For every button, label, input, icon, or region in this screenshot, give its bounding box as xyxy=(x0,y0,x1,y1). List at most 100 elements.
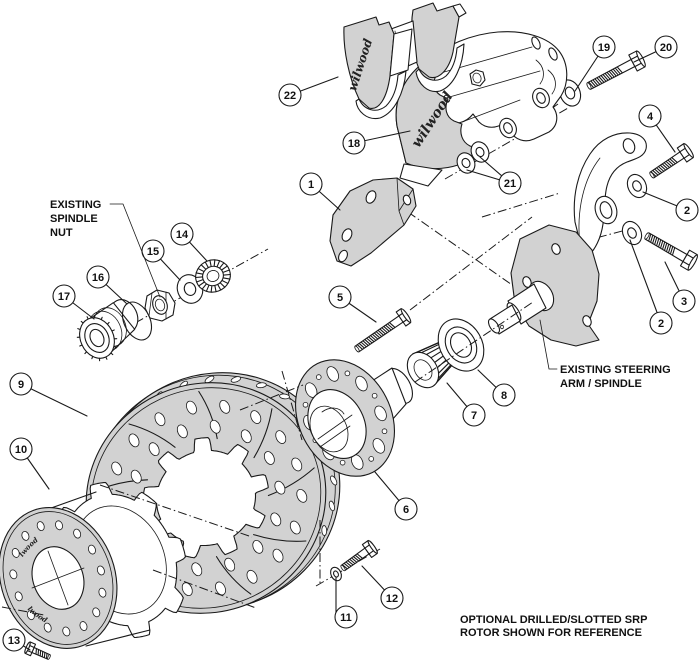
nut-threads xyxy=(154,298,166,312)
rib-line xyxy=(210,285,213,293)
hat-hole xyxy=(79,621,88,631)
annotations: EXISTING SPINDLE NUT EXISTING STEERING A… xyxy=(50,199,671,639)
seal-mid-ring xyxy=(444,326,478,364)
dust-cap xyxy=(76,299,139,362)
callout-10: 10 xyxy=(9,437,50,490)
spindle-nut-leader xyxy=(109,203,161,298)
caliper-bolt-thread xyxy=(594,78,601,85)
hat-hole xyxy=(98,587,107,598)
rib-line xyxy=(221,265,228,271)
callout-number: 10 xyxy=(15,444,27,456)
callout-number: 4 xyxy=(647,111,654,123)
hat-bolt-thread xyxy=(349,558,356,564)
bracket-bolt-upper-thread xyxy=(663,162,670,168)
rotor-hole xyxy=(154,412,166,427)
bracket-bolt-lower-thread xyxy=(664,242,668,251)
hat-hole xyxy=(36,521,45,531)
bracket-bolt-upper-thread xyxy=(650,171,657,177)
callout-number: 5 xyxy=(337,292,343,304)
callout-circle xyxy=(328,285,352,309)
rotor-hole xyxy=(240,429,252,444)
bridge-nut-hole xyxy=(472,72,482,84)
caliper-bolt-thread xyxy=(600,75,607,82)
vent-slot xyxy=(279,393,290,400)
bracket-plate xyxy=(329,177,417,267)
knurl-tick xyxy=(80,320,84,324)
steering-arm-label: ARM / SPINDLE xyxy=(560,378,642,390)
hat-bolt-thread xyxy=(347,560,354,566)
rotor-hole xyxy=(176,424,188,439)
centerline xyxy=(481,192,561,218)
wheel-stud-thread xyxy=(373,332,381,339)
wheel-stud-thread xyxy=(377,330,384,336)
hat-bolt-thread xyxy=(353,556,359,562)
steering-arm xyxy=(573,132,647,257)
callout-leader xyxy=(20,383,88,417)
wheel-stud-thread xyxy=(360,341,367,348)
rotor-hole xyxy=(289,520,301,535)
bracket-bolt-lower-head-end xyxy=(687,254,698,271)
rib-line xyxy=(200,264,207,270)
wheel-stud-thread xyxy=(364,339,371,345)
bracket-hole xyxy=(341,228,353,242)
rotor-hole xyxy=(291,457,303,472)
vent-slot xyxy=(204,375,215,384)
caliper-bolt-thread xyxy=(592,79,599,86)
caliper-bolt-thread xyxy=(596,77,603,84)
rib-line xyxy=(205,285,210,292)
rotor-hole xyxy=(219,399,231,414)
inner-pad-edge xyxy=(389,28,413,77)
wheel-stud-thread xyxy=(370,335,377,341)
hat-hole xyxy=(87,544,96,555)
callout-number: 7 xyxy=(471,410,477,422)
hat-hole xyxy=(11,548,20,558)
centerline xyxy=(99,484,253,538)
callout-number: 20 xyxy=(660,42,672,54)
callout-circle xyxy=(672,289,696,313)
steering-arm-inner-line xyxy=(578,157,601,246)
callout-5: 5 xyxy=(328,285,377,323)
centerline xyxy=(281,370,303,441)
callout-circle xyxy=(9,372,33,396)
small-hole xyxy=(315,374,322,380)
hat-hole xyxy=(9,569,18,580)
callout-number: 13 xyxy=(8,635,20,647)
rotor-slot xyxy=(253,534,307,542)
inner-pad-plate xyxy=(343,16,395,109)
rib-line xyxy=(222,277,231,280)
spindle-nut-label: SPINDLE xyxy=(50,213,98,225)
callout-number: 6 xyxy=(403,504,409,516)
hat-hole xyxy=(62,626,71,637)
callout-circle xyxy=(299,172,323,196)
callout-19: 19 xyxy=(574,35,616,92)
bracket-bolt-lower-thread xyxy=(650,234,654,243)
callout-1: 1 xyxy=(299,172,341,211)
rotor-hole xyxy=(181,582,193,597)
bracket-bolt-lower-thread xyxy=(666,244,670,252)
callout-number: 16 xyxy=(92,272,104,284)
arm-eye-hole xyxy=(599,201,613,219)
hat-bolt-holes xyxy=(9,520,107,637)
rib-line xyxy=(219,282,226,288)
hat-bolt-washer-hole xyxy=(333,570,339,578)
callout-number: 11 xyxy=(340,612,352,624)
callout-circle xyxy=(278,83,302,107)
hat-brand-top-text: wilwood xyxy=(0,0,40,558)
rotor-hole xyxy=(263,451,275,465)
rotor-hole xyxy=(148,442,160,457)
spindle-nut xyxy=(144,289,176,322)
steering-spindle xyxy=(487,132,647,347)
bracket-bolt-lower-thread xyxy=(654,237,658,245)
callout-22: 22 xyxy=(278,76,339,107)
hat-bolt-thread xyxy=(355,554,361,560)
callout-circle xyxy=(334,605,358,629)
spindle-washer-hole xyxy=(183,282,197,296)
rotor-hole xyxy=(270,512,282,527)
hat-hole xyxy=(21,531,30,541)
small-hole xyxy=(302,401,309,408)
callout-4: 4 xyxy=(638,104,676,153)
callout-leader xyxy=(629,239,662,324)
hat-hole xyxy=(26,610,35,621)
rib-line xyxy=(223,273,231,276)
